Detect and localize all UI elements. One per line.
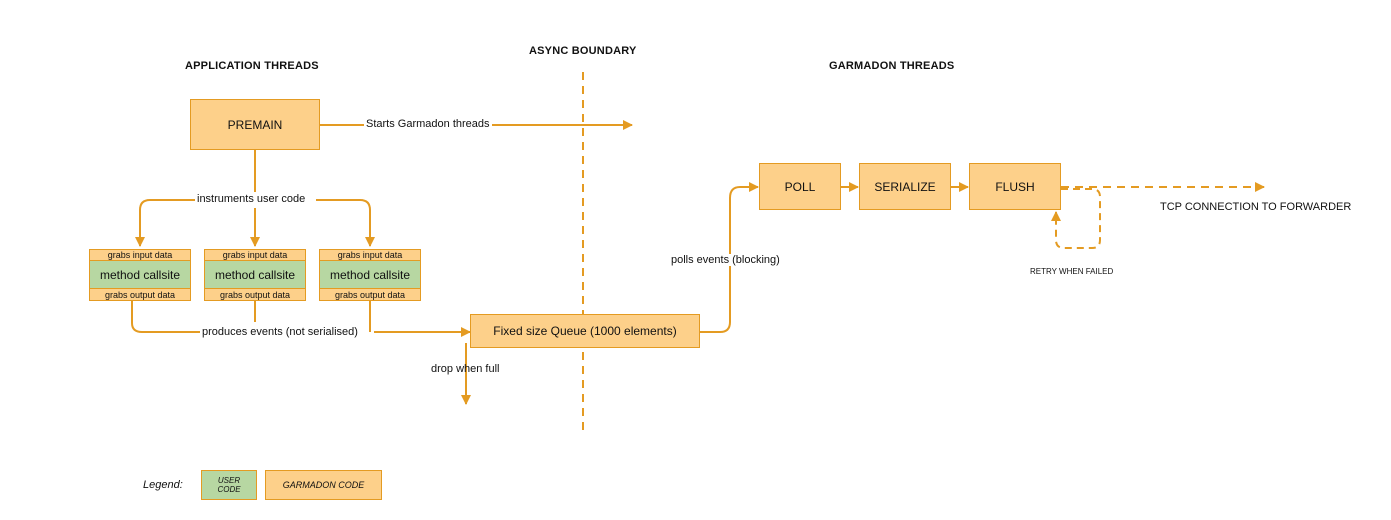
retry-loop	[1051, 188, 1101, 249]
legend-garmadon-code: GARMADON CODE	[265, 470, 382, 500]
polls-events-label: polls events (blocking)	[669, 254, 782, 266]
drop-when-full-label: drop when full	[431, 363, 500, 375]
flush-box: FLUSH	[969, 163, 1061, 210]
retry-label: RETRY WHEN FAILED	[1030, 267, 1114, 276]
premain-box: PREMAIN	[190, 99, 320, 150]
grabs-output-cell: grabs output data	[319, 288, 421, 301]
legend-user-code: USER CODE	[201, 470, 257, 500]
produces-events-label: produces events (not serialised)	[200, 326, 360, 338]
callsite-block: grabs input data method callsite grabs o…	[204, 249, 306, 301]
async-boundary-header: ASYNC BOUNDARY	[529, 45, 637, 57]
callsite-block: grabs input data method callsite grabs o…	[319, 249, 421, 301]
method-callsite-cell: method callsite	[89, 260, 191, 289]
produce-line-left	[131, 301, 200, 333]
grabs-output-cell: grabs output data	[89, 288, 191, 301]
garmadon-threads-header: GARMADON THREADS	[829, 60, 955, 72]
application-threads-header: APPLICATION THREADS	[185, 60, 319, 72]
serialize-box: SERIALIZE	[859, 163, 951, 210]
queue-box: Fixed size Queue (1000 elements)	[470, 314, 700, 348]
grabs-output-cell: grabs output data	[204, 288, 306, 301]
method-callsite-cell: method callsite	[319, 260, 421, 289]
callsite-block: grabs input data method callsite grabs o…	[89, 249, 191, 301]
starts-garmadon-label: Starts Garmadon threads	[364, 118, 492, 130]
poll-box: POLL	[759, 163, 841, 210]
instrument-branch-right	[316, 199, 375, 247]
instrument-branch-left	[135, 199, 197, 247]
tcp-connection-label: TCP CONNECTION TO FORWARDER	[1160, 201, 1352, 213]
instruments-label: instruments user code	[195, 193, 308, 205]
method-callsite-cell: method callsite	[204, 260, 306, 289]
legend-title: Legend:	[143, 479, 183, 491]
